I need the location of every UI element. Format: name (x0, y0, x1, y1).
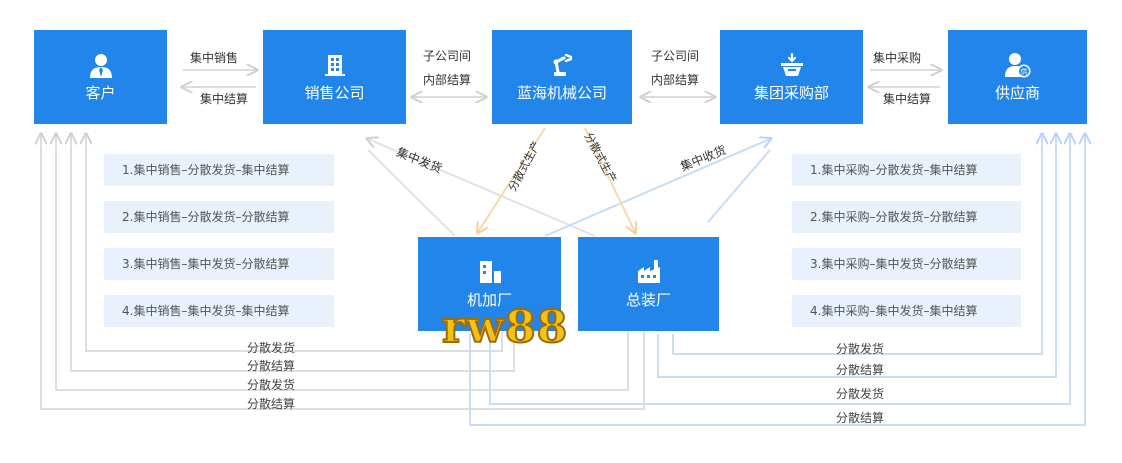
label-central-sales: 集中销售 (190, 51, 239, 65)
line-right-2 (657, 135, 1056, 378)
arrow-central-delivery (368, 139, 596, 237)
line-right-1 (672, 135, 1042, 355)
purchase-plan-3: 3.集中采购–集中发货–分散结算 (792, 248, 1021, 280)
purchase-plan-1: 1.集中采购–分散发货–集中结算 (792, 154, 1021, 186)
label-internal-settlement-1: 内部结算 (423, 73, 472, 87)
bottom-left-label-3: 分散发货 (247, 378, 296, 392)
node-sales-company: 销售公司 (263, 30, 406, 124)
node-machinery-company: 蓝海机械公司 (492, 30, 632, 124)
bottom-right-label-3: 分散发货 (836, 387, 885, 401)
label-central-settlement-left: 集中结算 (200, 92, 249, 106)
sales-plan-4: 4.集中销售–集中发货–集中结算 (104, 295, 334, 327)
label-subsidiary-2: 子公司间 (651, 49, 700, 63)
bottom-right-label-2: 分散结算 (836, 363, 885, 377)
node-assembly-plant-label: 总装厂 (625, 291, 671, 309)
label-internal-settlement-2: 内部结算 (651, 73, 700, 87)
watermark-logo: rw88 (441, 302, 569, 353)
node-machining-plant-label: 机加厂 (466, 291, 512, 309)
line-left-2 (71, 135, 515, 372)
line-left-1 (86, 135, 503, 352)
line-left-4 (41, 135, 645, 410)
node-supplier: 供 供应商 (948, 30, 1087, 124)
arrow-dispersed-production-2 (584, 127, 635, 232)
node-group-purchasing-label: 集团采购部 (753, 84, 829, 102)
line-assembly-purchase (707, 149, 771, 223)
label-central-settlement-right: 集中结算 (883, 92, 932, 106)
node-sales-company-label: 销售公司 (304, 84, 365, 102)
bottom-right-label-4: 分散结算 (836, 411, 885, 425)
node-machining-plant: 机加厂 (418, 237, 561, 331)
sales-plan-1: 1.集中销售–分散发货–集中结算 (104, 154, 334, 186)
purchase-plan-2: 2.集中采购–分散发货–分散结算 (792, 201, 1021, 233)
arrow-dispersed-production-1 (478, 127, 546, 232)
factory-building-icon (479, 261, 501, 283)
label-central-purchase: 集中采购 (873, 51, 922, 65)
line-right-3 (489, 135, 1070, 405)
bottom-left-label-4: 分散结算 (247, 397, 296, 411)
supplier-person-icon: 供 (1004, 53, 1030, 78)
bottom-left-label-2: 分散结算 (247, 359, 296, 373)
arrow-central-receiving (544, 139, 770, 237)
building-icon (324, 55, 345, 76)
node-customer: 客户 (34, 30, 167, 124)
robot-arm-icon (553, 53, 573, 76)
node-supplier-label: 供应商 (994, 84, 1040, 102)
sales-plan-2: 2.集中销售–分散发货–分散结算 (104, 201, 334, 233)
line-machining-sales (367, 149, 456, 237)
node-assembly-plant: 总装厂 (578, 237, 719, 331)
bottom-right-label-1: 分散发货 (836, 342, 885, 356)
node-machinery-company-label: 蓝海机械公司 (516, 84, 607, 102)
supplier-badge-text: 供 (1020, 67, 1027, 76)
label-subsidiary-1: 子公司间 (423, 49, 472, 63)
purchase-plan-4: 4.集中采购–集中发货–集中结算 (792, 295, 1021, 327)
sales-plan-3: 3.集中销售–集中发货–分散结算 (104, 248, 334, 280)
node-customer-label: 客户 (85, 84, 116, 102)
line-left-3 (56, 135, 629, 391)
basket-icon (780, 52, 803, 76)
person-icon (89, 54, 112, 78)
factory-icon (637, 260, 660, 283)
line-right-4 (469, 135, 1085, 426)
bottom-left-label-1: 分散发货 (247, 341, 296, 355)
node-group-purchasing: 集团采购部 (720, 30, 863, 124)
